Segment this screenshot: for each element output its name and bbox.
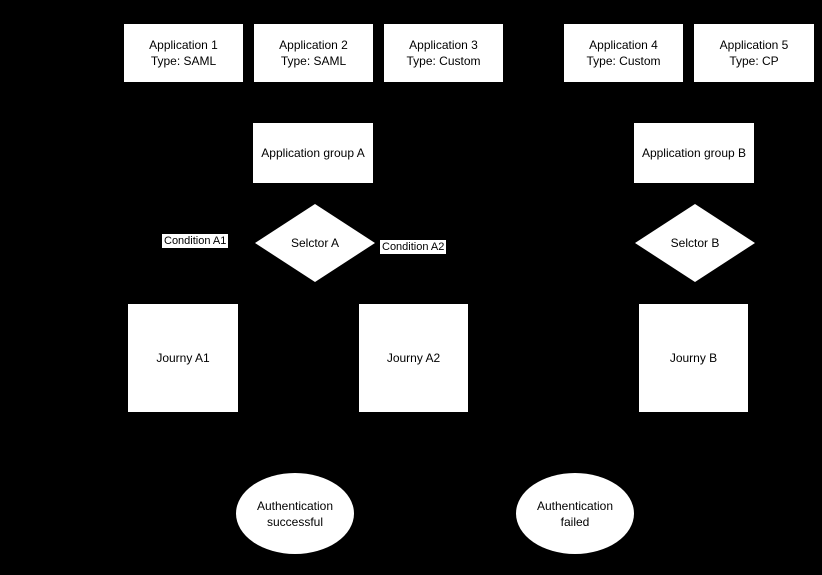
node-application-4: Application 4 Type: Custom — [564, 24, 683, 82]
application-1-type: Type: SAML — [150, 54, 217, 68]
application-3-type: Type: Custom — [406, 54, 481, 68]
application-group-a-label: Application group A — [261, 146, 365, 160]
node-journey-a2: Journy A2 — [359, 304, 468, 412]
node-application-3: Application 3 Type: Custom — [384, 24, 503, 82]
node-selector-a: Selctor A — [255, 204, 375, 282]
journey-b-label: Journy B — [669, 351, 718, 365]
node-selector-b: Selctor B — [635, 204, 755, 282]
node-journey-a1: Journy A1 — [128, 304, 238, 412]
application-3-name: Application 3 — [409, 38, 478, 52]
selector-b-label: Selctor B — [670, 236, 720, 250]
node-application-group-b: Application group B — [634, 123, 754, 183]
authentication-successful-line1: Authentication — [256, 498, 334, 513]
application-1-name: Application 1 — [149, 38, 218, 52]
application-5-name: Application 5 — [719, 38, 789, 52]
node-application-group-a: Application group A — [253, 123, 373, 183]
authentication-successful-line2: successful — [266, 514, 324, 529]
application-2-type: Type: SAML — [280, 54, 347, 68]
selector-a-label: Selctor A — [290, 236, 340, 250]
node-application-1: Application 1 Type: SAML — [124, 24, 243, 82]
node-authentication-successful: Authentication successful — [236, 473, 354, 554]
node-authentication-failed: Authentication failed — [516, 473, 634, 554]
application-group-b-label: Application group B — [641, 146, 747, 160]
application-2-name: Application 2 — [279, 38, 348, 52]
authentication-failed-line2: failed — [560, 514, 590, 529]
label-condition-a1: Condition A1 — [162, 234, 229, 248]
node-application-5: Application 5 Type: CP — [694, 24, 814, 82]
node-application-2: Application 2 Type: SAML — [254, 24, 373, 82]
application-4-name: Application 4 — [589, 38, 658, 52]
journey-a1-label: Journy A1 — [156, 351, 210, 365]
authentication-failed-line1: Authentication — [536, 498, 614, 513]
node-journey-b: Journy B — [639, 304, 748, 412]
journey-a2-label: Journy A2 — [386, 351, 441, 365]
application-4-type: Type: Custom — [586, 54, 661, 68]
label-condition-a2: Condition A2 — [380, 240, 447, 254]
application-5-type: Type: CP — [729, 54, 779, 68]
